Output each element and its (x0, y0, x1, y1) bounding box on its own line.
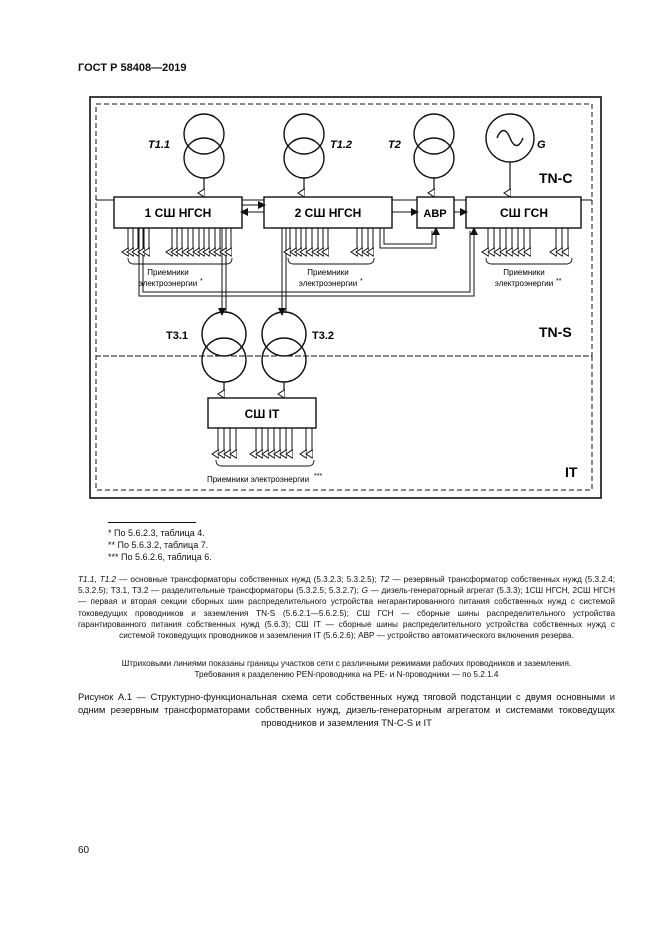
legend-t2: Т2 (379, 575, 390, 584)
generator-icon (485, 113, 535, 163)
transformer-t11 (183, 113, 225, 179)
bus-2-ngsn (263, 196, 393, 229)
legend-t12: Т1.2 (99, 575, 117, 584)
label-t12: Т1.2 (330, 139, 352, 151)
receivers-3-mark: ** (556, 278, 562, 285)
note-line-2: Требования к разделению PEN-проводника н… (194, 670, 499, 680)
note-text: Штриховыми линиями показаны границы учас… (78, 658, 615, 680)
zone-boundaries (95, 103, 593, 491)
avr-link (379, 227, 440, 249)
footnote-2: ** По 5.6.3.2, таблица 7. (108, 540, 209, 550)
transformer-t32 (261, 311, 307, 383)
outgoing-feeders (128, 228, 568, 454)
footnote-divider (108, 522, 196, 523)
power-supply-diagram: Т1.1 Т1.2 Т2 G TN-C TN-S IT 1 СШ НГСН 2 … (89, 96, 602, 499)
receivers-2-line2: электроэнергии (299, 279, 357, 288)
label-t31: Т3.1 (166, 330, 188, 342)
gsn-feeders (138, 227, 478, 297)
receiver-brackets (127, 257, 573, 467)
figure-caption: Рисунок А.1 — Структурно-функциональная … (78, 691, 615, 728)
receivers-3-line2: электроэнергии (495, 279, 553, 288)
receivers-1-line1: Приемники (147, 268, 188, 277)
label-t2: Т2 (388, 139, 401, 151)
label-t32: Т3.2 (312, 330, 334, 342)
bus-it-label: СШ IT (245, 407, 280, 421)
receivers-2-mark: * (360, 278, 363, 285)
bus-2-label: 2 СШ НГСН (295, 206, 362, 220)
transformer-t2 (413, 113, 455, 179)
receivers-2-line1: Приемники (307, 268, 348, 277)
bus-it (207, 397, 317, 429)
receivers-4-mark: *** (314, 473, 322, 480)
receivers-3-line1: Приемники (503, 268, 544, 277)
footnote-3: *** По 5.6.2.6, таблица 6. (108, 552, 212, 562)
legend-part-2: — резервный трансформатор собственных ну… (78, 575, 615, 596)
page-number: 60 (78, 845, 90, 856)
legend-text: Т1.1, Т1.2 — основные трансформаторы соб… (78, 575, 615, 641)
t3-feeders (218, 228, 287, 316)
zone-label-tns: TN-S (539, 324, 572, 340)
footnote-1: * По 5.6.2.3, таблица 4. (108, 528, 205, 538)
legend-t11: Т1.1 (78, 575, 95, 584)
bus-gsn-label: СШ ГСН (500, 206, 548, 220)
receivers-1-line2: электроэнергии (139, 279, 197, 288)
zone-label-it: IT (565, 464, 578, 480)
avr-label: АВР (423, 208, 446, 220)
note-line-1: Штриховыми линиями показаны границы учас… (121, 659, 572, 668)
label-g: G (537, 139, 546, 151)
legend-g: G (361, 586, 368, 596)
legend-part-1: — основные трансформаторы собственных ну… (116, 575, 380, 584)
bus-1-label: 1 СШ НГСН (145, 206, 212, 220)
outer-frame (89, 96, 602, 499)
document-header: ГОСТ Р 58408—2019 (78, 62, 187, 74)
bus-gsn (465, 196, 582, 229)
label-t11: Т1.1 (148, 139, 170, 151)
transformer-t12 (283, 113, 325, 179)
transformer-t31 (201, 311, 247, 383)
supply-arrows (204, 162, 510, 193)
zone-label-tnc: TN-C (539, 170, 572, 186)
legend-part-3: — дизель-генераторный агрегат (5.3.3); 1… (78, 586, 615, 641)
receivers-4-label: Приемники электроэнергии (207, 475, 309, 484)
it-supply (224, 382, 284, 394)
receivers-1-mark: * (200, 278, 203, 285)
section-tie (240, 201, 468, 216)
